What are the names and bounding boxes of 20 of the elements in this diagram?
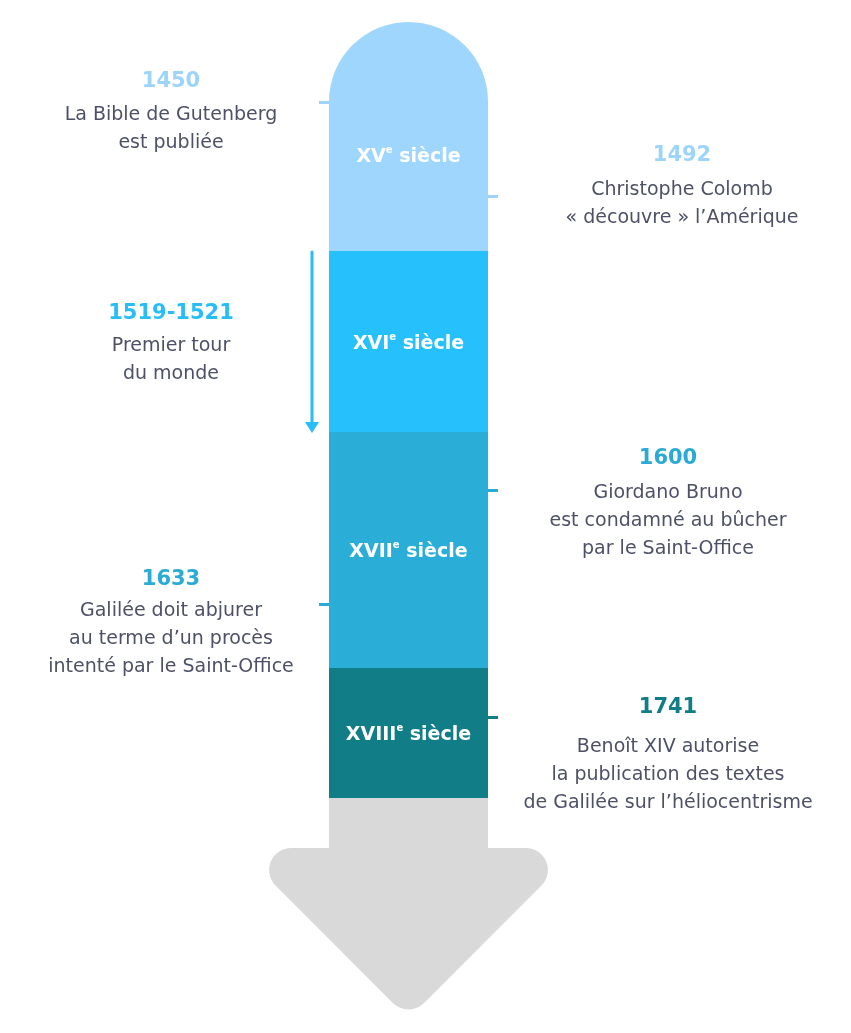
century-band xyxy=(329,251,488,432)
event-year: 1519-1521 xyxy=(108,299,234,325)
century-label: XVIII$^{e}$ siècle xyxy=(345,721,472,745)
event-year: 1492 xyxy=(652,141,712,167)
century-label: XVII$^{e}$ siècle xyxy=(349,538,468,562)
event-year: 1600 xyxy=(638,444,698,470)
century-label: XVI$^{e}$ siècle xyxy=(352,329,465,354)
event-year: 1741 xyxy=(638,693,698,719)
century-band xyxy=(329,22,488,251)
event-year: 1450 xyxy=(141,67,201,93)
century-band xyxy=(329,668,488,798)
century-label: XV$^{e}$ siècle xyxy=(356,143,461,167)
event-description: Christophe Colomb « découvre » l’Amérique xyxy=(565,176,799,229)
event-description: Galilée doit abjurer au terme d’un procès intenté par le Saint-Office xyxy=(48,597,294,678)
century-band xyxy=(329,432,488,668)
event-description: Giordano Bruno est condamné au bûcher par le Saint-Office xyxy=(549,479,787,560)
event-year: 1633 xyxy=(141,565,201,591)
event-description: La Bible de Gutenberg est publiée xyxy=(64,101,278,154)
event-description: Benoît XIV autorise la publication des textes de Galilée sur l’héliocentrisme xyxy=(523,733,813,814)
event-description: Premier tour du monde xyxy=(111,332,231,385)
